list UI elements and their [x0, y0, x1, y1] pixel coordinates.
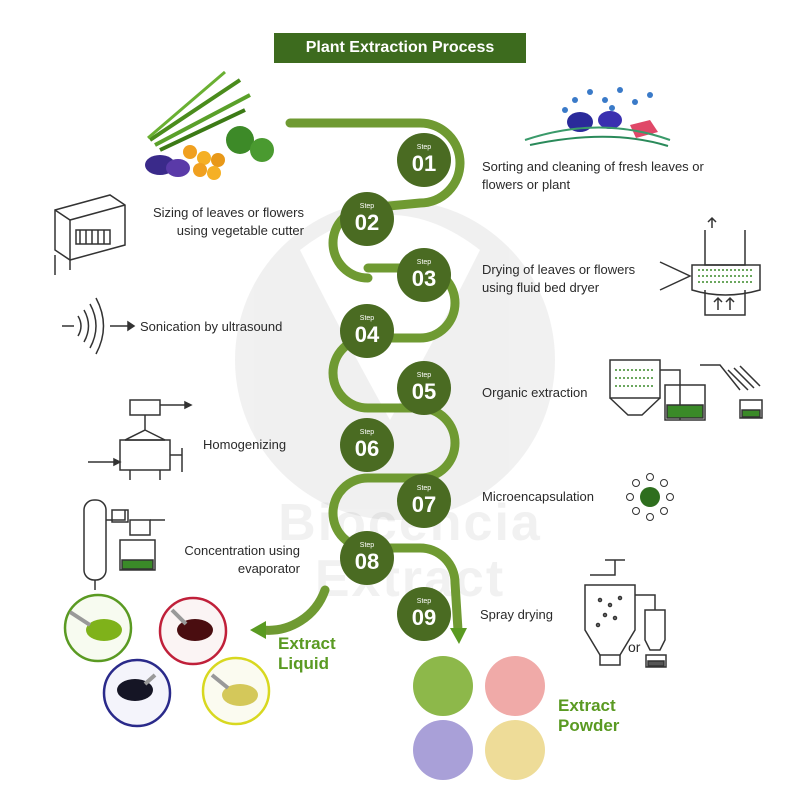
svg-text:Step: Step — [360, 429, 375, 436]
step-07-description: Microencapsulation — [482, 488, 622, 506]
step-05-description: Organic extraction — [482, 384, 612, 402]
step-circle-01: Step 01 — [397, 133, 451, 187]
svg-text:Step: Step — [360, 315, 375, 322]
yellow-powder-bowl — [485, 720, 545, 780]
svg-text:04: 04 — [355, 322, 380, 347]
lavender-powder-bowl — [413, 720, 473, 780]
organic-extraction-icon — [610, 360, 762, 420]
svg-text:03: 03 — [412, 266, 436, 291]
fluid-bed-dryer-icon — [660, 218, 760, 315]
microencapsulation-icon — [627, 474, 674, 521]
svg-text:Step: Step — [417, 372, 432, 379]
svg-text:Step: Step — [417, 259, 432, 266]
dark-liquid-spoon-icon — [104, 660, 170, 726]
washing-icon — [525, 87, 670, 146]
red-liquid-spoon-icon — [160, 598, 226, 664]
step-06-description: Homogenizing — [203, 436, 313, 454]
extract-powder-label: Extract Powder — [558, 696, 619, 736]
vegetable-cutter-icon — [55, 195, 125, 275]
arrow-to-liquid-icon — [250, 621, 266, 639]
background-emblem — [235, 200, 555, 520]
fresh-plants-icon — [145, 72, 274, 180]
extract-liquid-label: Extract Liquid — [278, 634, 336, 674]
step-03-description: Drying of leaves or flowers using fluid … — [482, 261, 662, 297]
svg-text:01: 01 — [412, 151, 436, 176]
svg-text:08: 08 — [355, 549, 379, 574]
step-circle-09: Step 09 — [397, 587, 451, 641]
step-circle-07: Step 07 — [397, 474, 451, 528]
svg-text:Step: Step — [360, 203, 375, 210]
svg-text:Step: Step — [417, 485, 432, 492]
or-label: or — [628, 638, 658, 656]
step-circle-02: Step 02 — [340, 192, 394, 246]
svg-text:Step: Step — [417, 144, 432, 151]
step-circle-05: Step 05 — [397, 361, 451, 415]
arrow-to-powder-icon — [450, 628, 467, 644]
pink-powder-bowl — [485, 656, 545, 716]
svg-text:09: 09 — [412, 605, 436, 630]
homogenizer-icon — [88, 400, 191, 480]
svg-text:05: 05 — [412, 379, 436, 404]
step-circle-03: Step 03 — [397, 248, 451, 302]
ultrasound-icon — [62, 298, 134, 354]
yellow-liquid-spoon-icon — [203, 658, 269, 724]
svg-text:07: 07 — [412, 492, 436, 517]
green-liquid-spoon-icon — [65, 595, 131, 661]
step-04-description: Sonication by ultrasound — [140, 318, 310, 336]
svg-text:Step: Step — [360, 542, 375, 549]
step-circle-08: Step 08 — [340, 531, 394, 585]
evaporator-icon — [84, 500, 165, 590]
step-01-description: Sorting and cleaning of fresh leaves or … — [482, 158, 742, 194]
svg-text:06: 06 — [355, 436, 379, 461]
step-circle-04: Step 04 — [340, 304, 394, 358]
step-circle-06: Step 06 — [340, 418, 394, 472]
extract-powder-samples — [413, 656, 545, 780]
extract-liquid-samples — [65, 595, 269, 726]
svg-text:02: 02 — [355, 210, 379, 235]
step-09-description: Spray drying — [480, 606, 570, 624]
green-powder-bowl — [413, 656, 473, 716]
step-02-description: Sizing of leaves or flowers using vegeta… — [128, 204, 304, 240]
svg-text:Step: Step — [417, 598, 432, 605]
step-08-description: Concentration using evaporator — [160, 542, 300, 578]
